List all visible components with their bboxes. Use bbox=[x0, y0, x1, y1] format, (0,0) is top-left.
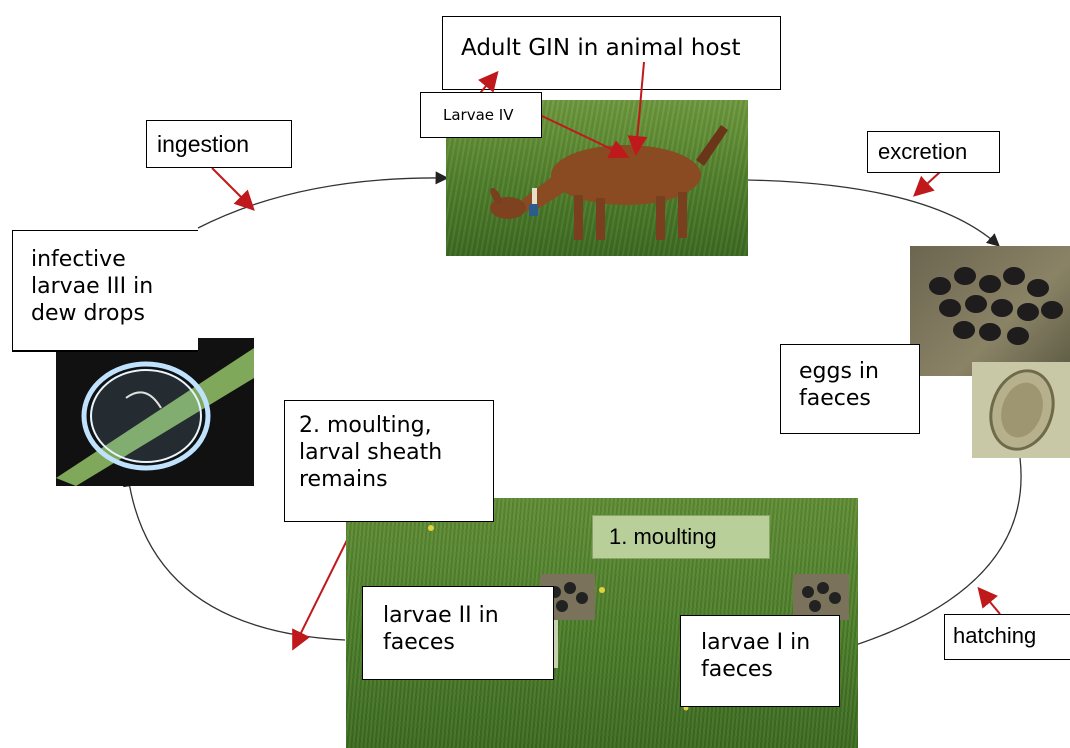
cycle-arc-excretion bbox=[748, 180, 998, 245]
larvae-ii-text: larvae II in faeces bbox=[383, 603, 499, 655]
egg-photo bbox=[972, 362, 1070, 458]
adult-gin-label: Adult GIN in animal host bbox=[442, 16, 781, 90]
excretion-pointer bbox=[916, 172, 940, 194]
moulting2-text: 2. moulting, larval sheath remains bbox=[299, 413, 442, 492]
infective-larvae-text: infective larvae III in dew drops bbox=[31, 247, 153, 326]
faeces-photo bbox=[910, 246, 1070, 376]
faeces-thumb-right bbox=[793, 574, 849, 620]
hatching-label: hatching bbox=[944, 614, 1070, 660]
eggs-label: eggs in faeces bbox=[780, 344, 920, 434]
moulting1-label: 1. moulting bbox=[592, 515, 770, 559]
infective-larvae-label: infective larvae III in dew drops bbox=[12, 230, 198, 352]
dewdrop-photo bbox=[56, 338, 254, 486]
eggs-text: eggs in faeces bbox=[799, 359, 879, 411]
larvae-i-text: larvae I in faeces bbox=[701, 630, 810, 682]
moulting2-label: 2. moulting, larval sheath remains bbox=[284, 400, 494, 522]
larvae-iv-label: Larvae IV bbox=[420, 92, 542, 138]
cycle-arc-ingestion bbox=[198, 178, 446, 228]
hatching-pointer bbox=[980, 590, 1000, 614]
ingestion-pointer bbox=[212, 168, 252, 208]
excretion-label: excretion bbox=[867, 131, 1000, 173]
ingestion-label: ingestion bbox=[146, 120, 292, 168]
larvae-ii-label: larvae II in faeces bbox=[362, 586, 554, 680]
larvae-i-label: larvae I in faeces bbox=[680, 615, 840, 707]
